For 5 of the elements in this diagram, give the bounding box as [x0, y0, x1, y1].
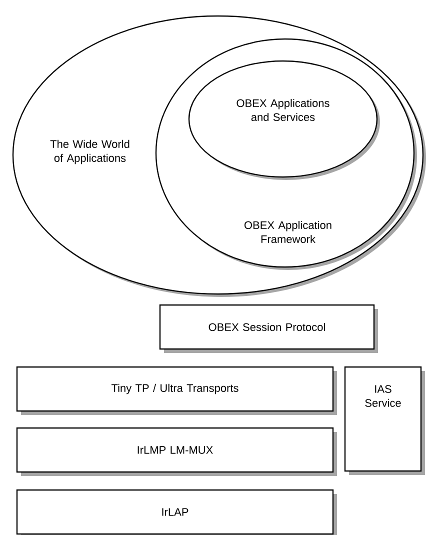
layer-box: OBEX Session Protocol: [159, 304, 378, 353]
layer-box: IrLAP: [16, 489, 337, 535]
layer-box: Tiny TP / Ultra Transports: [16, 366, 337, 415]
layer-box: IrLMP LM-MUX: [16, 427, 337, 476]
layer-box: IAS Service: [344, 366, 425, 475]
